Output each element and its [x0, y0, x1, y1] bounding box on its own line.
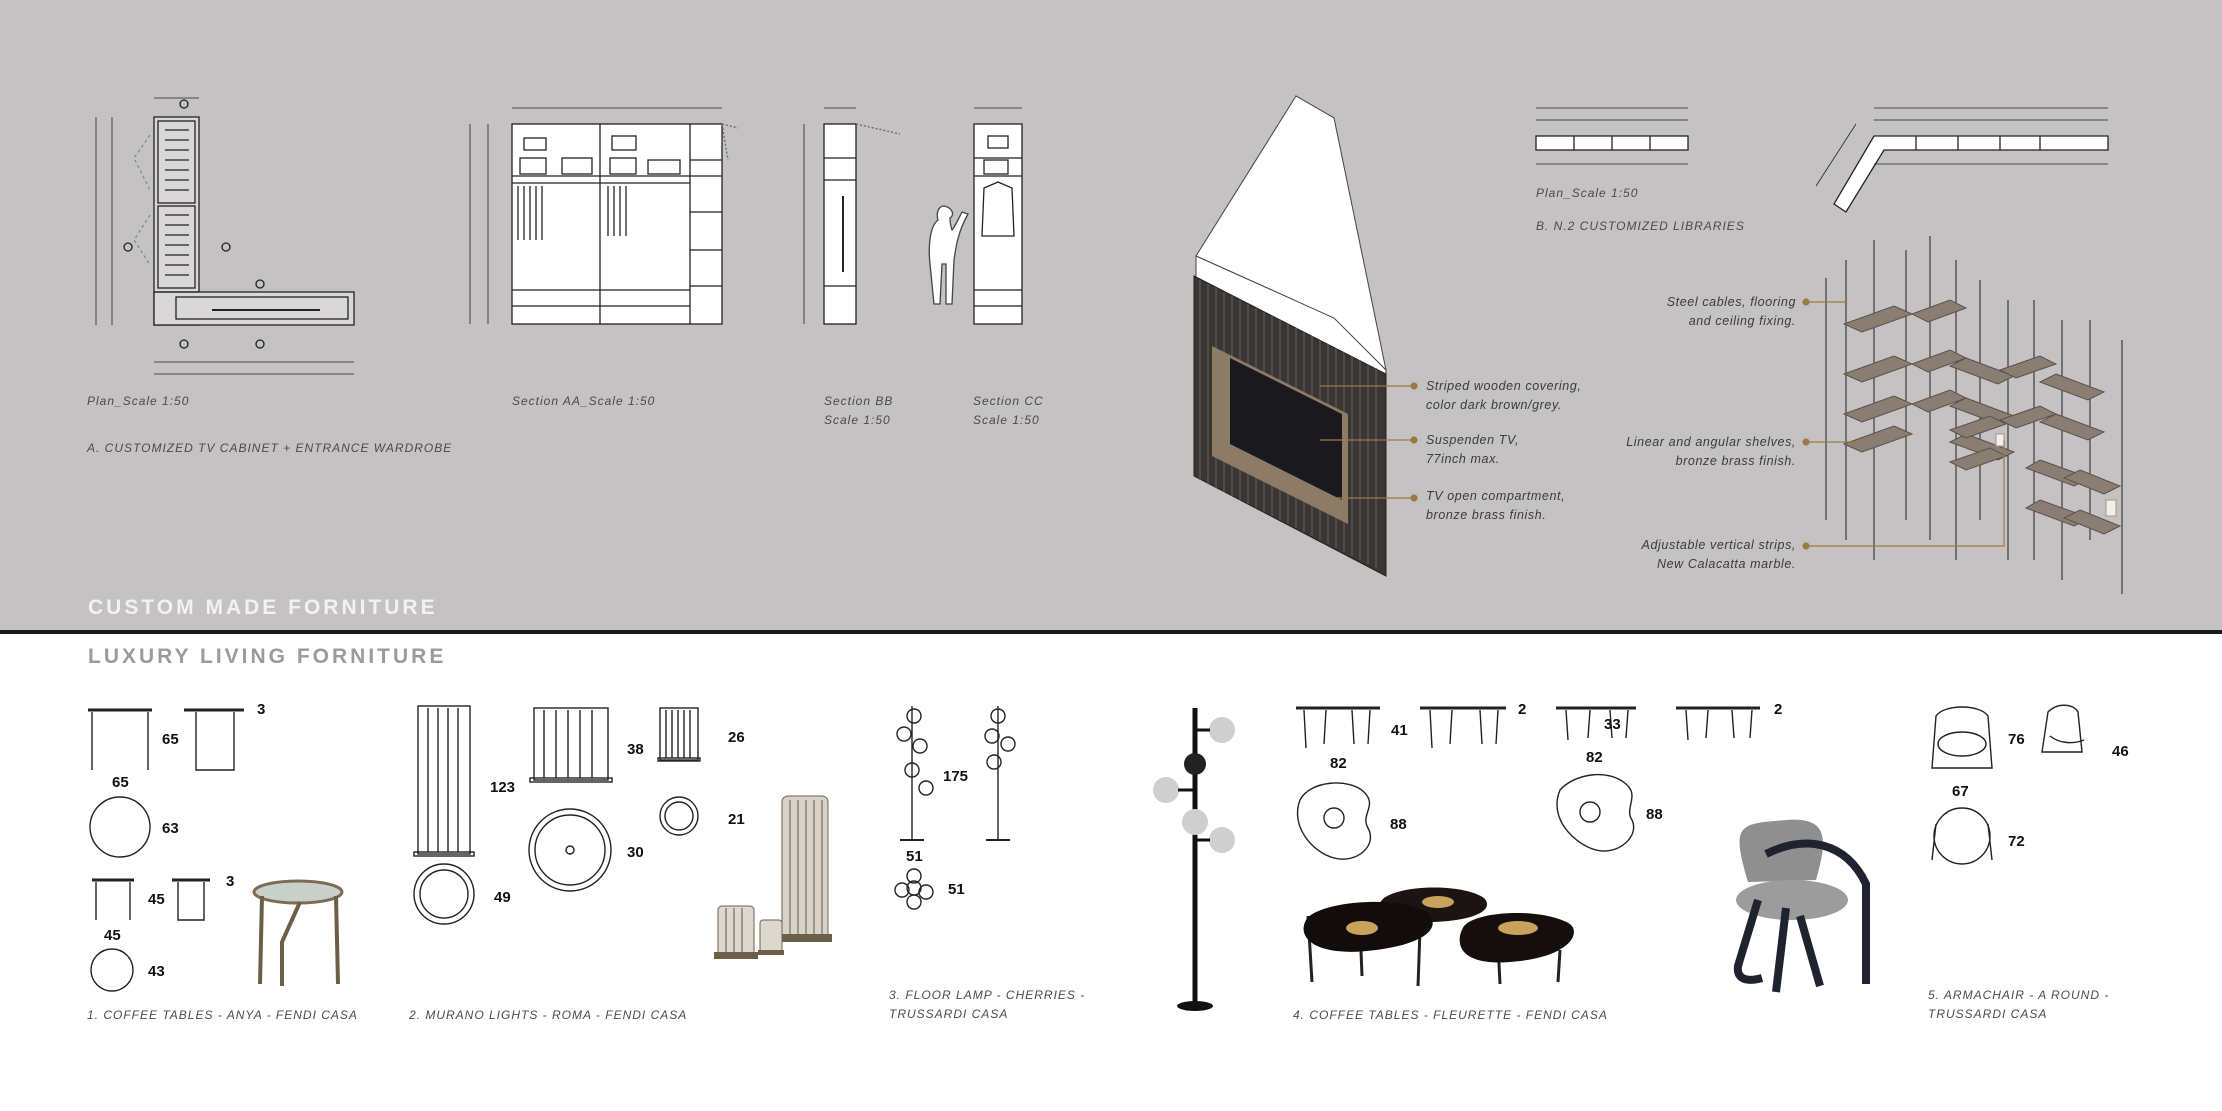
tv-annotation: Striped wooden covering, color dark brow…: [1426, 379, 1582, 412]
dimension-numbers: 65 65 63 3 45 45 43 3 123 49 38 30 26 21…: [104, 701, 2129, 980]
dim-label: 175: [943, 768, 968, 785]
dim-label: 82: [1586, 749, 1603, 766]
dim-label: 51: [948, 881, 965, 898]
dim-label: 88: [1646, 806, 1663, 823]
plan-b-caption: Plan_Scale 1:50: [1536, 186, 1639, 200]
library-annotation: Steel cables, flooring and ceiling fixin…: [1666, 295, 1796, 328]
item-2-caption: 2. MURANO LIGHTS - ROMA - FENDI CASA: [409, 1008, 688, 1022]
plan-a-caption: Plan_Scale 1:50: [87, 394, 190, 408]
dim-label: 65: [162, 731, 179, 748]
dim-label: 2: [1518, 701, 1526, 718]
item-1-caption: 1. COFFEE TABLES - ANYA - FENDI CASA: [87, 1008, 358, 1022]
dim-label: 26: [728, 729, 745, 746]
dim-label: 46: [2112, 743, 2129, 760]
dim-label: 45: [148, 891, 165, 908]
annotation-leaders: [1320, 298, 2005, 550]
plan-a-drawing: [95, 97, 355, 375]
section-aa-drawing: [469, 107, 739, 325]
dim-label: 43: [148, 963, 165, 980]
dim-label: 82: [1330, 755, 1347, 772]
dim-label: 65: [112, 774, 129, 791]
section-bb-caption: Section BB: [824, 394, 894, 408]
dim-label: 67: [1952, 783, 1969, 800]
dim-label: 3: [257, 701, 265, 718]
anya-drawings: [88, 708, 244, 992]
dim-label: 30: [627, 844, 644, 861]
section-cc-caption: Section CC: [973, 394, 1044, 408]
fleurette-tables-photo: [1303, 887, 1574, 987]
dim-label: 76: [2008, 731, 2025, 748]
dim-label: 38: [627, 741, 644, 758]
anya-table-photo: [252, 879, 344, 986]
section-aa-caption: Section AA_Scale 1:50: [512, 394, 656, 408]
fleurette-drawings: [1296, 706, 1760, 860]
library-annotation: Linear and angular shelves, bronze brass…: [1626, 435, 1796, 468]
dim-label: 45: [104, 927, 121, 944]
section-bb-scale: Scale 1:50: [824, 413, 891, 427]
roma-drawings: [413, 705, 701, 925]
dim-label: 41: [1391, 722, 1408, 739]
section-cc-scale: Scale 1:50: [973, 413, 1040, 427]
roma-lights-photo: [714, 795, 832, 959]
item-4-caption: 4. COFFEE TABLES - FLEURETTE - FENDI CAS…: [1293, 1008, 1608, 1022]
dim-label: 33: [1604, 716, 1621, 733]
cherries-drawings: [894, 706, 1016, 910]
dim-label: 21: [728, 811, 745, 828]
tv-annotation: Suspenden TV, 77inch max.: [1426, 433, 1520, 466]
dim-label: 72: [2008, 833, 2025, 850]
dim-label: 63: [162, 820, 179, 837]
dim-label: 49: [494, 889, 511, 906]
section-bb-drawing: [803, 107, 901, 325]
custom-furniture-panel: [0, 0, 2222, 632]
group-b-caption: B. N.2 CUSTOMIZED LIBRARIES: [1536, 219, 1745, 233]
section-cc-drawing: [928, 107, 1023, 325]
dim-label: 51: [906, 848, 923, 865]
item-5-caption: 5. ARMACHAIR - A ROUND -: [1928, 988, 2110, 1002]
dim-label: 123: [490, 779, 515, 796]
library-annotation: Adjustable vertical strips, New Calacatt…: [1641, 538, 1796, 571]
item-3-caption-brand: TRUSSARDI CASA: [889, 1007, 1009, 1021]
group-a-caption: A. CUSTOMIZED TV CABINET + ENTRANCE WARD…: [87, 441, 453, 455]
luxury-furniture-title: LUXURY LIVING FORNITURE: [88, 645, 447, 668]
dim-label: 88: [1390, 816, 1407, 833]
tv-annotation: TV open compartment, bronze brass finish…: [1426, 489, 1566, 522]
item-5-caption-brand: TRUSSARDI CASA: [1928, 1007, 2048, 1021]
cherries-lamp-photo: [1153, 708, 1235, 1011]
item-3-caption: 3. FLOOR LAMP - CHERRIES -: [889, 988, 1086, 1002]
plan-b-drawing: [1535, 107, 2109, 213]
dim-label: 2: [1774, 701, 1782, 718]
custom-furniture-title: CUSTOM MADE FORNITURE: [88, 596, 438, 619]
dim-label: 3: [226, 873, 234, 890]
tv-cabinet-render: [1193, 95, 1387, 577]
round-armchair-photo: [1733, 819, 1870, 993]
section-divider: [0, 630, 2222, 634]
library-render: [1825, 236, 2123, 594]
round-chair-drawings: [1931, 704, 2085, 865]
